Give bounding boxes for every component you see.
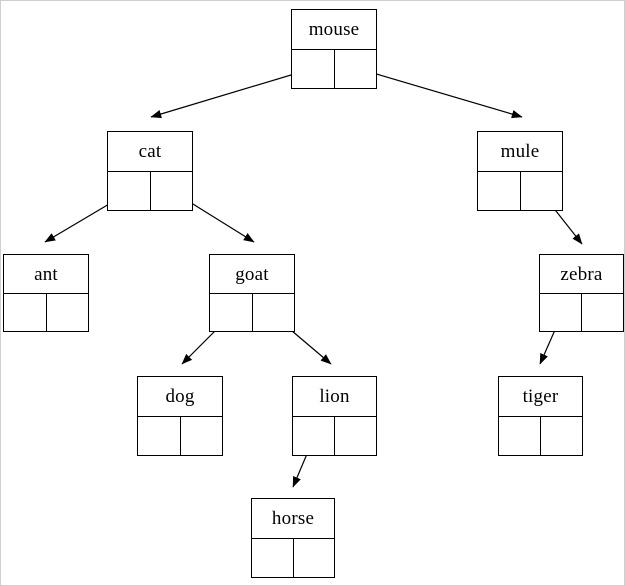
node-pointers-horse	[252, 538, 334, 577]
pointer-left-zebra[interactable]	[540, 294, 582, 331]
node-label-dog: dog	[165, 386, 195, 407]
edge-mouse-left-to-cat	[150, 68, 312, 119]
node-pointers-goat	[210, 293, 294, 331]
edge-mouse-right-to-mule	[355, 67, 523, 119]
pointer-left-mule[interactable]	[478, 172, 521, 210]
node-pointers-mouse	[292, 49, 376, 88]
pointer-right-cat[interactable]	[151, 172, 193, 210]
pointer-right-horse[interactable]	[294, 539, 335, 577]
tree-node-ant[interactable]: ant	[3, 254, 89, 332]
node-label-mouse: mouse	[308, 19, 360, 40]
pointer-left-mouse[interactable]	[292, 50, 335, 88]
pointer-left-tiger[interactable]	[499, 417, 541, 455]
node-pointers-zebra	[540, 293, 623, 331]
node-label-ant: ant	[34, 263, 58, 285]
tree-node-dog[interactable]: dog	[137, 376, 223, 456]
tree-node-zebra[interactable]: zebra	[539, 254, 624, 332]
pointer-left-dog[interactable]	[138, 417, 181, 455]
node-label-goat: goat	[235, 263, 269, 285]
node-label-tiger: tiger	[522, 386, 559, 407]
pointer-left-horse[interactable]	[252, 539, 294, 577]
node-label-mule: mule	[500, 141, 540, 162]
pointer-right-dog[interactable]	[181, 417, 223, 455]
tree-node-tiger[interactable]: tiger	[498, 376, 583, 456]
tree-node-cat[interactable]: cat	[107, 131, 193, 211]
node-pointers-cat	[108, 171, 192, 210]
pointer-right-ant[interactable]	[47, 294, 89, 331]
pointer-left-cat[interactable]	[108, 172, 151, 210]
pointer-left-ant[interactable]	[4, 294, 47, 331]
pointer-right-lion[interactable]	[335, 417, 376, 455]
node-label-lion: lion	[319, 386, 350, 407]
pointer-right-mule[interactable]	[521, 172, 563, 210]
pointer-left-lion[interactable]	[293, 417, 335, 455]
tree-node-goat[interactable]: goat	[209, 254, 295, 332]
pointer-left-goat[interactable]	[210, 294, 253, 331]
node-label-zebra: zebra	[560, 263, 603, 285]
node-label-horse: horse	[271, 508, 315, 529]
node-label-cat: cat	[138, 141, 162, 162]
node-pointers-mule	[478, 171, 562, 210]
pointer-right-mouse[interactable]	[335, 50, 377, 88]
node-pointers-dog	[138, 416, 222, 455]
pointer-right-tiger[interactable]	[541, 417, 582, 455]
node-pointers-lion	[293, 416, 376, 455]
pointer-right-zebra[interactable]	[582, 294, 623, 331]
node-pointers-tiger	[499, 416, 582, 455]
tree-node-horse[interactable]: horse	[251, 498, 335, 578]
tree-node-mouse[interactable]: mouse	[291, 9, 377, 89]
node-pointers-ant	[4, 293, 88, 331]
tree-node-mule[interactable]: mule	[477, 131, 563, 211]
pointer-right-goat[interactable]	[253, 294, 295, 331]
tree-node-lion[interactable]: lion	[292, 376, 377, 456]
